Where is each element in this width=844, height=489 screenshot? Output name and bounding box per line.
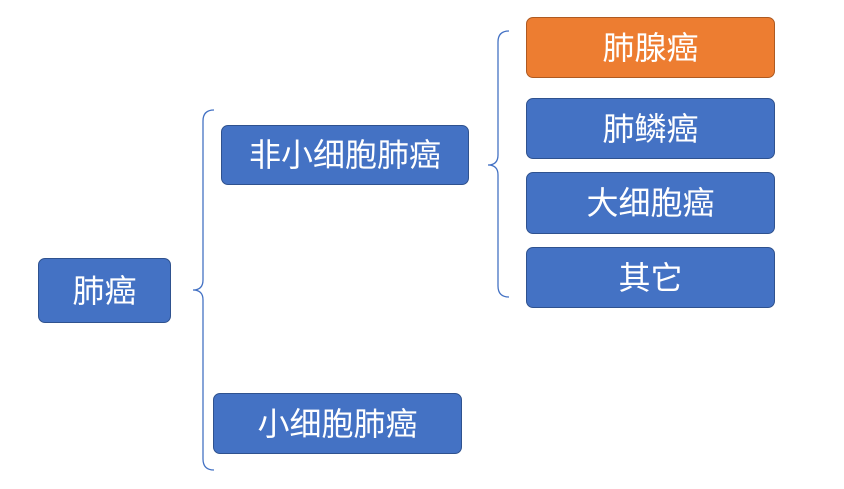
node-adenocarcinoma: 肺腺癌 [526,17,775,78]
root-bracket [192,109,215,471]
node-label: 小细胞肺癌 [257,404,418,443]
node-label: 其它 [618,258,683,297]
node-label: 大细胞癌 [586,184,715,222]
node-squamous-cell: 肺鳞癌 [526,98,775,159]
node-sclc: 小细胞肺癌 [213,393,462,454]
node-label: 肺癌 [72,271,137,310]
node-lung-cancer: 肺癌 [38,258,171,323]
nsclc-bracket [487,30,510,298]
node-label: 肺腺癌 [602,28,699,67]
node-label: 非小细胞肺癌 [248,136,441,174]
node-label: 肺鳞癌 [602,109,699,148]
node-other: 其它 [526,247,775,308]
node-large-cell: 大细胞癌 [526,172,775,234]
node-nsclc: 非小细胞肺癌 [221,125,469,185]
